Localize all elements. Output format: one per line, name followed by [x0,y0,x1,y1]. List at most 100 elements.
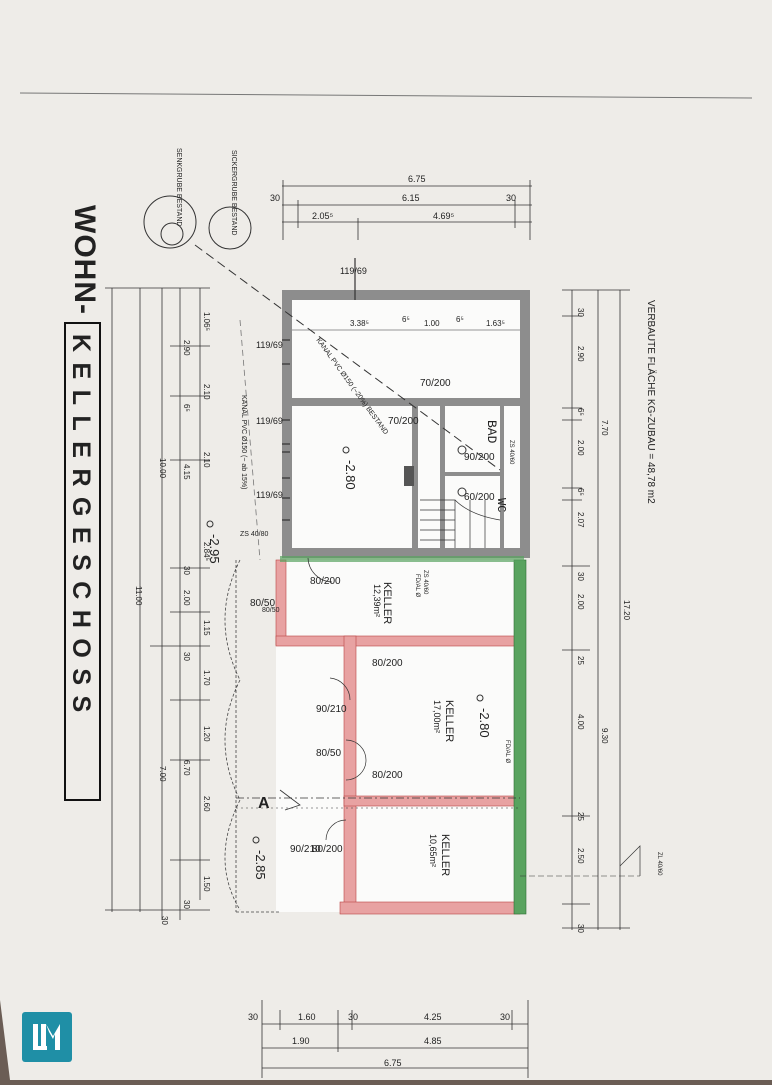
title-box [64,322,101,801]
svg-text:2.00: 2.00 [576,594,585,610]
svg-text:6.70: 6.70 [182,760,191,776]
top-dim-label: 2.05⁵ [312,211,334,221]
svg-text:80/50: 80/50 [316,748,341,759]
small-notes: ZS 40/60 FD/AL Ø ZS 40/60 FD/AL Ø ZL 40/… [414,440,662,876]
svg-text:30: 30 [248,1012,258,1022]
top-dimension-chain [282,180,532,240]
area-note: VERBAUTE FLÄCHE KG-ZUBAU = 48,78 m2 [645,300,657,504]
svg-text:119/69: 119/69 [256,416,283,426]
svg-text:30: 30 [500,1012,510,1022]
brand-logo-mark [33,1024,60,1050]
svg-text:80/200: 80/200 [372,770,403,781]
svg-text:30: 30 [576,924,585,933]
existing-building [282,290,530,558]
room-area: 10,65m² [428,834,438,867]
svg-text:1.06⁵: 1.06⁵ [202,312,211,331]
svg-text:70/200: 70/200 [388,416,419,427]
brand-logo [22,1012,72,1062]
svg-text:119/69: 119/69 [256,340,283,350]
top-dim-label: 6.75 [408,174,426,184]
svg-text:7.70: 7.70 [600,420,609,436]
svg-text:-2.80: -2.80 [477,708,492,738]
svg-text:80/200: 80/200 [312,844,343,855]
svg-text:119/69: 119/69 [340,266,367,276]
senk-pit-inner-circle [160,222,184,246]
svg-text:1.15: 1.15 [202,620,211,636]
svg-text:80/50: 80/50 [262,607,280,614]
svg-text:70/200: 70/200 [420,378,451,389]
room-wc-label: WC [494,498,508,512]
svg-text:2.10: 2.10 [202,452,211,468]
room-name: KELLER [443,700,455,742]
green-wall [513,559,527,915]
svg-text:1.63⁵: 1.63⁵ [486,319,505,328]
sicker-pit-label: SICKERGRUBE BESTAND [230,150,237,235]
svg-text:1.70: 1.70 [202,670,211,686]
stairs [420,499,501,548]
svg-text:2.10: 2.10 [202,384,211,400]
sicker-pit-circle [208,206,252,250]
svg-text:7.00: 7.00 [158,766,167,782]
svg-text:2.84⁵: 2.84⁵ [202,542,211,561]
svg-text:1.60: 1.60 [298,1012,316,1022]
senk-pit-label: SENKGRUBE BESTAND [175,148,182,226]
room-labels: KELLER 12,39m² KELLER 17,00m² KELLER 10,… [372,420,508,876]
room-bad-label: BAD [484,420,499,444]
svg-text:30: 30 [160,916,169,925]
svg-text:30: 30 [182,900,191,909]
svg-text:2.00: 2.00 [182,590,191,606]
title-boxed: KELLERGESCHOSS [67,334,95,723]
top-dim-label: 6.15 [402,193,420,203]
title-hand: WOHN- [68,205,101,315]
svg-text:80/50: 80/50 [250,598,275,609]
svg-text:17.20: 17.20 [622,600,631,621]
svg-text:2.50: 2.50 [576,848,585,864]
left-dimension-chain [105,287,210,920]
svg-text:60/200: 60/200 [464,492,495,503]
bottom-dim-labels: 30 1.60 30 4.25 30 1.90 4.85 6.75 [248,1012,510,1068]
svg-text:-2.95: -2.95 [207,534,222,564]
svg-text:1.00: 1.00 [424,319,440,328]
svg-text:6⁵: 6⁵ [576,408,585,416]
svg-text:6⁵: 6⁵ [456,315,464,324]
sink-icon [457,487,467,497]
top-dim-label: 4.69⁵ [433,211,455,221]
svg-text:1.20: 1.20 [202,726,211,742]
svg-text:30: 30 [182,652,191,661]
svg-text:6.75: 6.75 [384,1058,402,1068]
bottom-dimension-chain [261,1000,529,1078]
svg-text:25: 25 [576,656,585,665]
svg-text:1.50: 1.50 [202,876,211,892]
room-area: 17,00m² [432,700,442,733]
right-dim-labels: 30 2.90 6⁵ 2.00 6⁵ 2.07 30 2.00 7.70 25 … [576,308,631,933]
svg-text:30: 30 [182,566,191,575]
right-dimension-chain [562,289,630,930]
svg-text:119/69: 119/69 [256,490,283,500]
kanal-pipe-line-2 [239,319,261,561]
svg-text:ZS 40/80: ZS 40/80 [240,531,269,538]
svg-text:30: 30 [576,572,585,581]
svg-text:2.60: 2.60 [202,796,211,812]
svg-text:4.25: 4.25 [424,1012,442,1022]
svg-text:6⁵: 6⁵ [182,404,191,412]
svg-text:80/200: 80/200 [372,658,403,669]
svg-text:25: 25 [576,812,585,821]
left-dim-labels: 1.06⁵ 2.90 2.10 6⁵ 2.10 4.15 2.84⁵ 30 2.… [134,312,211,925]
svg-text:30: 30 [348,1012,358,1022]
svg-text:6⁵: 6⁵ [402,315,410,324]
svg-text:90/210: 90/210 [316,704,347,715]
door-labels: 70/200 70/200 90/200 60/200 80/200 80/20… [250,378,495,855]
svg-text:6⁵: 6⁵ [576,488,585,496]
svg-text:90/200: 90/200 [464,452,495,463]
svg-text:ZS 40/60: ZS 40/60 [508,440,514,465]
svg-text:11.00: 11.00 [134,586,143,606]
room-area: 12,39m² [372,584,382,617]
svg-text:2.07: 2.07 [576,512,585,528]
svg-text:30: 30 [576,308,585,317]
svg-text:4.85: 4.85 [424,1036,442,1046]
svg-text:ZL 40/60: ZL 40/60 [656,852,662,876]
svg-text:10.00: 10.00 [158,458,167,479]
window-labels: 119/69 119/69 119/69 119/69 ZS 40/80 [240,266,367,538]
